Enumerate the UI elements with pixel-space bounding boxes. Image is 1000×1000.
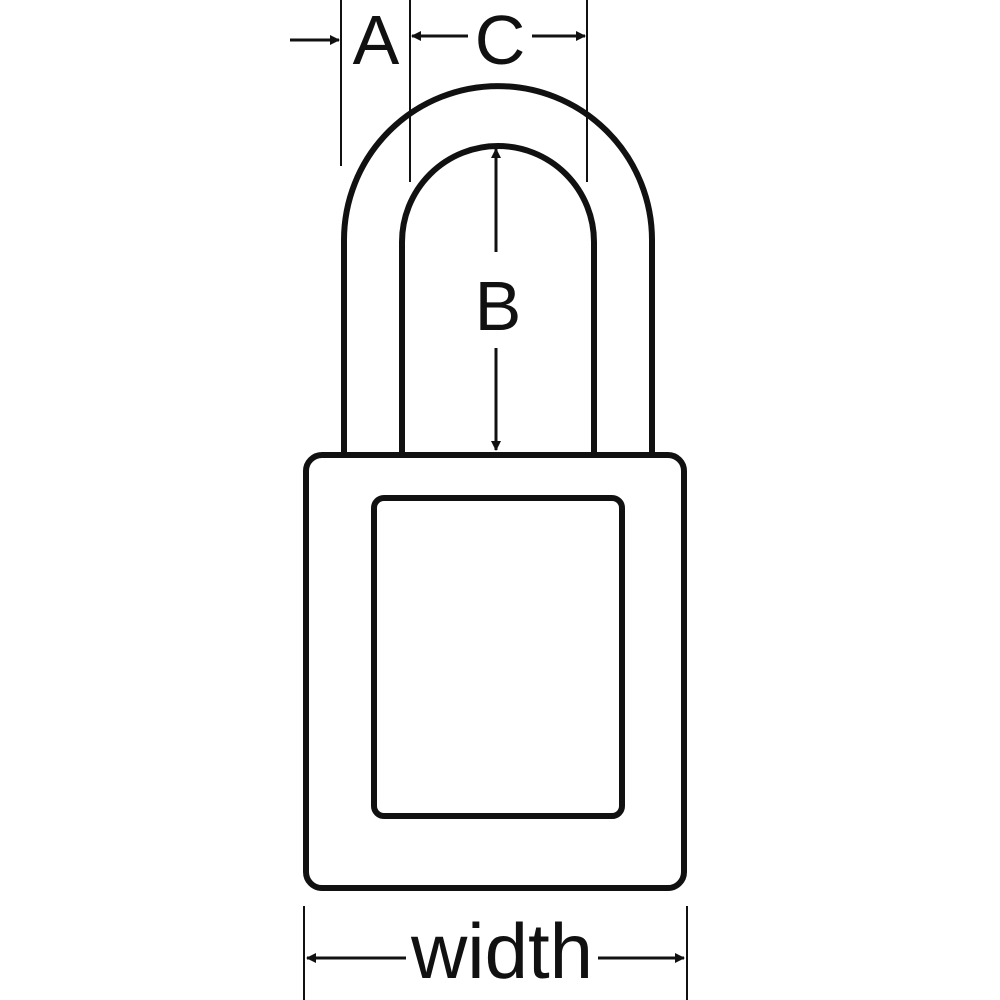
shackle-inner-outline bbox=[399, 143, 597, 452]
dimension-label-a: A bbox=[353, 1, 400, 79]
lock-body-label-panel bbox=[371, 495, 625, 819]
dimension-label-width: width bbox=[410, 907, 593, 995]
shackle-outer-outline bbox=[341, 83, 655, 452]
dimension-label-c: C bbox=[475, 1, 526, 79]
dimension-label-b: B bbox=[475, 267, 522, 345]
